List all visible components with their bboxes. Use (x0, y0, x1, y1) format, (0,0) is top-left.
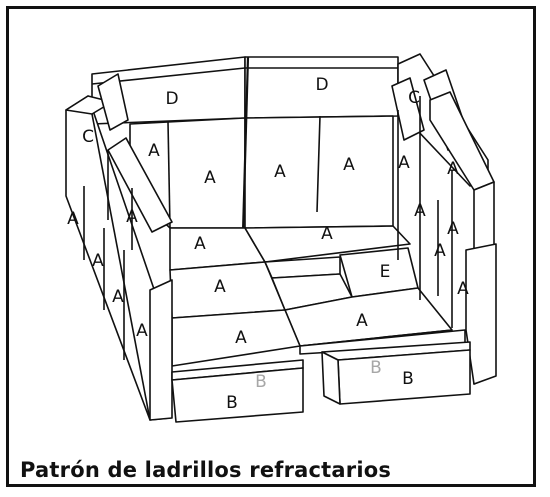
label-a6: A (447, 159, 459, 179)
label-c-right: C (408, 88, 420, 108)
label-c-left: C (82, 127, 94, 147)
label-a1: A (148, 141, 160, 161)
label-a8: A (126, 207, 138, 227)
label-b-left: B (226, 393, 238, 413)
label-b-right: B (402, 369, 414, 389)
brick-b-right (321, 341, 471, 405)
label-a4: A (343, 155, 355, 175)
label-d-right: D (315, 75, 328, 95)
label-a9: A (92, 251, 104, 271)
brick-b-left (171, 359, 304, 423)
label-a12: A (414, 201, 426, 221)
right-side-wall (391, 53, 497, 385)
label-a17: A (321, 224, 333, 244)
floor-brick-3 (169, 261, 286, 319)
label-a7: A (67, 209, 79, 229)
label-d-left: D (165, 89, 178, 109)
label-b-right-faded: B (370, 358, 382, 378)
label-a11: A (136, 321, 148, 341)
label-a15: A (447, 219, 459, 239)
caption-title: Patrón de ladrillos refractarios (20, 458, 392, 482)
label-a14: A (457, 279, 469, 299)
label-a3: A (274, 162, 286, 182)
label-a5: A (398, 153, 410, 173)
label-a20: A (356, 311, 368, 331)
label-a2: A (204, 168, 216, 188)
floor-brick-2 (244, 225, 411, 263)
left-side-wall (65, 73, 173, 421)
label-b-left-faded: B (255, 372, 267, 392)
label-e: E (380, 262, 391, 282)
label-a19: A (235, 328, 247, 348)
label-a18: A (214, 277, 226, 297)
label-a16: A (194, 234, 206, 254)
label-a13: A (434, 241, 446, 261)
label-a10: A (112, 287, 124, 307)
